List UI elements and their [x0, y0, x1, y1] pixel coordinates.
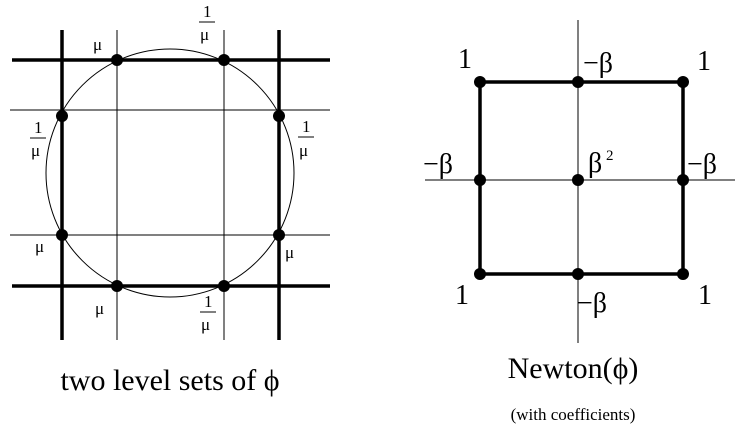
coefficient-edge: −β — [583, 48, 613, 79]
lattice-point — [474, 76, 486, 88]
intersection-point — [273, 229, 285, 241]
intersection-point — [273, 110, 285, 122]
inv-mu-label-top: 1 μ — [199, 2, 215, 44]
lattice-point — [474, 268, 486, 280]
svg-text:1: 1 — [204, 292, 213, 311]
svg-text:1: 1 — [34, 118, 43, 137]
coefficient-corner: 1 — [458, 44, 472, 75]
svg-text:μ: μ — [299, 141, 308, 160]
level-set-circle — [45, 48, 295, 298]
inv-mu-label-right: 1 μ — [298, 117, 314, 160]
left-figure-caption: two level sets of ϕ — [60, 364, 279, 397]
intersection-point — [218, 280, 230, 292]
coefficient-corner: 1 — [697, 46, 711, 77]
lattice-point — [677, 268, 689, 280]
svg-text:1: 1 — [302, 117, 311, 136]
intersection-point — [111, 280, 123, 292]
inv-mu-label-bottom: 1 μ — [200, 292, 216, 334]
mu-label: μ — [35, 237, 44, 256]
inv-mu-label-left: 1 μ — [30, 118, 46, 160]
coefficient-center: β — [588, 148, 602, 179]
left-figure: μ μ μ μ 1 μ 1 μ 1 μ 1 μ two level sets o… — [10, 2, 330, 397]
lattice-point — [572, 268, 584, 280]
lattice-point — [572, 174, 584, 186]
mu-label: μ — [93, 35, 102, 54]
intersection-point — [111, 54, 123, 66]
coefficient-corner: 1 — [698, 280, 712, 311]
right-figure-subcaption: (with coefficients) — [511, 405, 636, 424]
svg-text:μ: μ — [200, 25, 209, 44]
mu-label: μ — [95, 299, 104, 318]
lattice-point — [677, 76, 689, 88]
intersection-point — [56, 110, 68, 122]
lattice-point — [677, 174, 689, 186]
intersection-point — [218, 54, 230, 66]
lattice-point — [474, 174, 486, 186]
lattice-point — [572, 76, 584, 88]
right-figure-caption: Newton(ϕ) — [508, 352, 639, 385]
coefficient-edge: −β — [423, 149, 453, 180]
coefficient-edge: −β — [577, 288, 607, 319]
svg-text:1: 1 — [203, 2, 212, 21]
right-figure: 1 1 1 1 −β −β −β −β β 2 Newton(ϕ) (with … — [423, 20, 735, 424]
svg-text:μ: μ — [201, 315, 210, 334]
svg-text:μ: μ — [31, 141, 40, 160]
intersection-point — [56, 229, 68, 241]
coefficient-center-exponent: 2 — [606, 148, 614, 164]
coefficient-corner: 1 — [455, 280, 469, 311]
coefficient-edge: −β — [687, 149, 717, 180]
mu-label: μ — [285, 243, 294, 262]
